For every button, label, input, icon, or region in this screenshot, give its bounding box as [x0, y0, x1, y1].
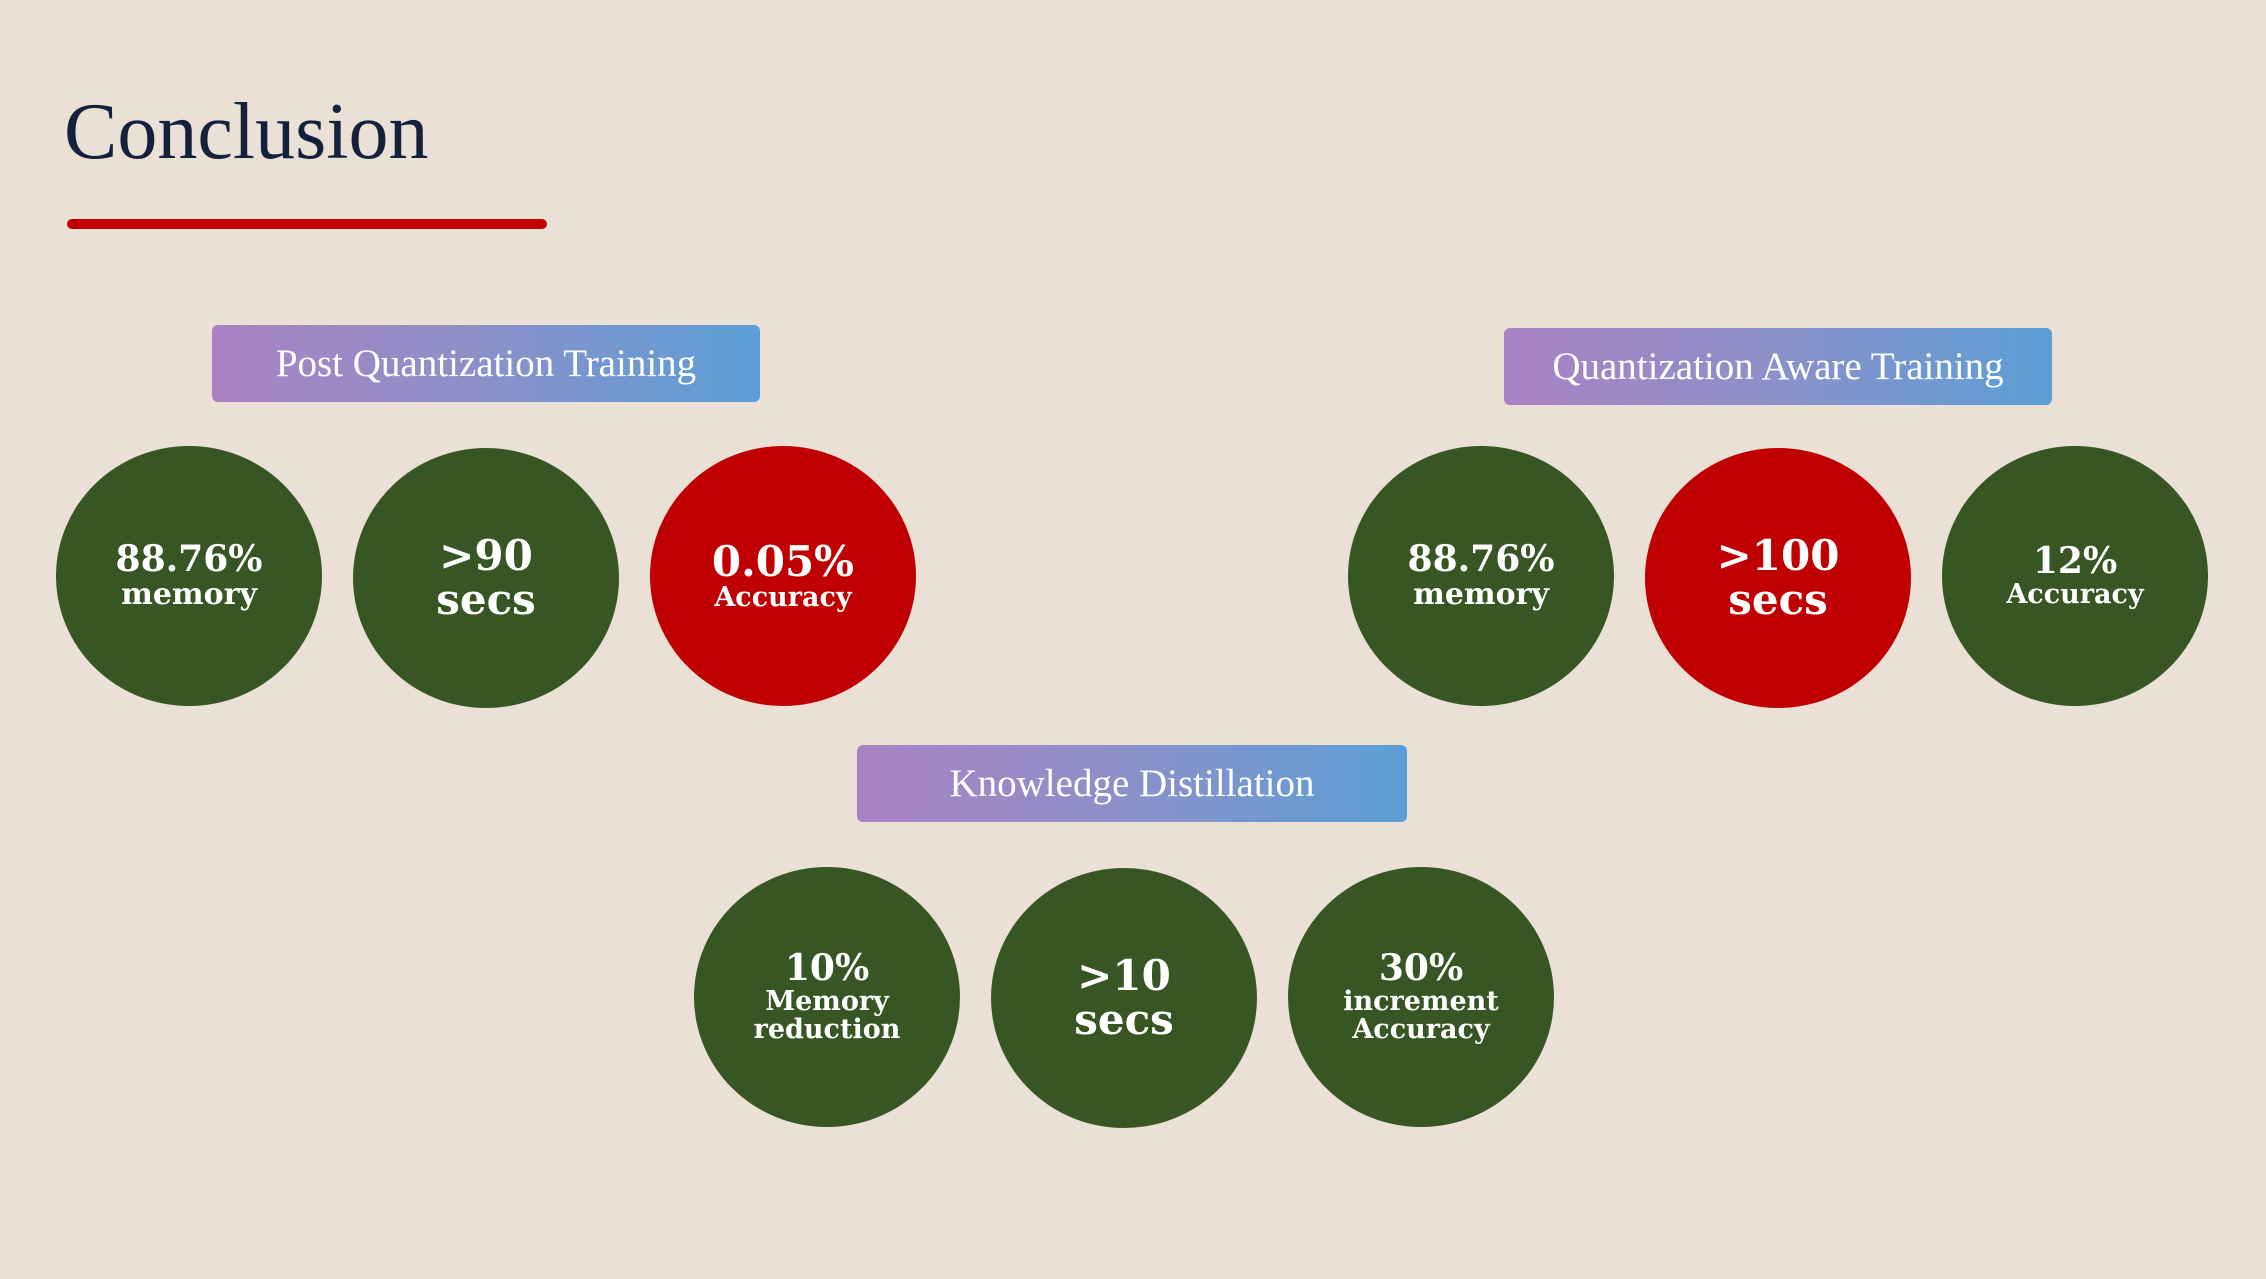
ptq-time-caption: secs: [436, 575, 536, 624]
slide-title: Conclusion: [64, 88, 429, 176]
ptq-accuracy-caption: Accuracy: [714, 581, 852, 613]
kd-accuracy-value: 30%: [1378, 946, 1464, 989]
kd-time-value: >10: [1077, 950, 1171, 1000]
title-underline: [67, 219, 547, 229]
ptq-time-stat: >90 secs: [353, 448, 619, 708]
kd-time-caption: secs: [1074, 995, 1174, 1044]
kd-accuracy-caption: increment: [1343, 985, 1499, 1017]
qat-time-caption: secs: [1728, 575, 1828, 624]
kd-memory-caption: Memory: [765, 985, 889, 1017]
qat-accuracy-caption: Accuracy: [2006, 578, 2144, 610]
qat-time-stat: >100 secs: [1645, 448, 1911, 708]
ptq-label: Post Quantization Training: [212, 325, 760, 402]
ptq-memory-stat: 88.76% memory: [56, 446, 322, 706]
ptq-accuracy-stat: 0.05% Accuracy: [650, 446, 916, 706]
kd-label: Knowledge Distillation: [857, 745, 1407, 822]
kd-accuracy-stat: 30% increment Accuracy: [1288, 867, 1554, 1127]
kd-memory-stat: 10% Memory reduction: [694, 867, 960, 1127]
ptq-memory-caption: memory: [121, 577, 257, 613]
kd-memory-caption2: reduction: [753, 1013, 901, 1045]
kd-time-stat: >10 secs: [991, 868, 1257, 1128]
qat-memory-caption: memory: [1413, 577, 1549, 613]
qat-memory-value: 88.76%: [1407, 538, 1555, 581]
qat-accuracy-value: 12%: [2032, 539, 2118, 582]
kd-memory-value: 10%: [784, 946, 870, 989]
qat-accuracy-stat: 12% Accuracy: [1942, 446, 2208, 706]
ptq-time-value: >90: [439, 530, 533, 580]
qat-time-value: >100: [1716, 530, 1840, 580]
ptq-accuracy-value: 0.05%: [711, 536, 855, 586]
ptq-memory-value: 88.76%: [115, 538, 263, 581]
qat-label: Quantization Aware Training: [1504, 328, 2052, 405]
kd-accuracy-caption2: Accuracy: [1352, 1013, 1490, 1045]
qat-memory-stat: 88.76% memory: [1348, 446, 1614, 706]
